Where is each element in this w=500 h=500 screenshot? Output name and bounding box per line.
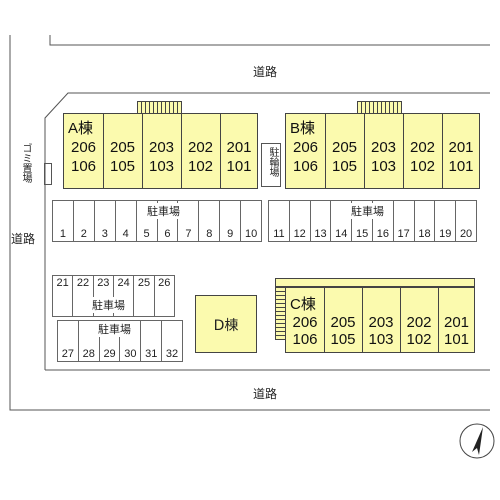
parking-space: 28 [79, 321, 100, 361]
parking-space: 27 [58, 321, 79, 361]
parking-space: 8 [199, 201, 221, 241]
unit-c-105: 105 [330, 331, 356, 348]
unit-c-205: 205 [330, 314, 356, 331]
parking-space: 20 [459, 228, 473, 240]
unit-b-101: 101 [448, 158, 474, 175]
unit-a-201: 201 [226, 139, 252, 156]
parking-space: 5 [137, 201, 158, 241]
parking-space: 19 [435, 201, 457, 241]
parking-space: 12 [290, 201, 311, 241]
parking-space: 26 [158, 277, 171, 289]
parking-space: 18 [415, 201, 436, 241]
garbage-area-label: ゴミ置場 [20, 143, 31, 183]
unit-a-101: 101 [226, 158, 252, 175]
unit-a-206: 206 [70, 139, 97, 156]
garbage-area-box [44, 163, 52, 185]
bicycle-parking-label: 駐輪場 [267, 147, 278, 177]
parking-row-2: 11 12 13 14 15 16 17 18 19 20 [268, 200, 477, 242]
parking-label-2: 駐車場 [350, 203, 385, 219]
unit-a-102: 102 [187, 158, 214, 175]
unit-a-205: 205 [109, 139, 136, 156]
parking-space: 6 [158, 201, 179, 241]
parking-space: 10 [244, 228, 258, 240]
unit-b-205: 205 [331, 139, 358, 156]
parking-label-3: 駐車場 [91, 297, 126, 313]
unit-a-202: 202 [187, 139, 214, 156]
parking-row-1: 1 2 3 4 5 6 7 8 9 10 [52, 200, 262, 242]
parking-space: 23 [94, 276, 114, 316]
parking-space: 16 [373, 201, 394, 241]
unit-c-202: 202 [406, 314, 432, 331]
bicycle-parking: 駐輪場 [261, 143, 281, 187]
building-a: A棟 206 106 205 105 203 103 202 102 201 1… [63, 113, 258, 189]
unit-c-102: 102 [406, 331, 432, 348]
unit-c-201: 201 [443, 314, 470, 331]
parking-space: 24 [114, 276, 135, 316]
parking-space: 3 [95, 201, 116, 241]
building-d-name: D棟 [213, 318, 239, 334]
north-arrow-icon [459, 423, 495, 459]
unit-b-201: 201 [448, 139, 474, 156]
unit-a-105: 105 [109, 158, 136, 175]
parking-space: 11 [269, 201, 290, 241]
road-label-bottom: 道路 [253, 387, 278, 401]
unit-c-103: 103 [368, 331, 394, 348]
unit-c-203: 203 [368, 314, 394, 331]
parking-space: 15 [352, 201, 373, 241]
unit-b-106: 106 [292, 158, 319, 175]
building-c-name: C棟 [290, 296, 316, 313]
parking-space: 9 [220, 201, 242, 241]
building-d: D棟 [195, 295, 257, 353]
unit-a-106: 106 [70, 158, 97, 175]
parking-space: 4 [116, 201, 137, 241]
unit-b-103: 103 [370, 158, 397, 175]
unit-b-206: 206 [292, 139, 319, 156]
parking-row-3: 21 22 23 24 25 26 [52, 275, 175, 317]
building-a-name: A棟 [68, 120, 94, 137]
parking-space: 21 [53, 276, 74, 316]
road-label-top: 道路 [253, 65, 278, 79]
parking-label-1: 駐車場 [146, 203, 181, 219]
parking-space: 22 [73, 276, 94, 316]
parking-space: 32 [165, 348, 179, 360]
parking-row-4: 27 28 29 30 31 32 [57, 320, 183, 362]
parking-space: 13 [311, 201, 332, 241]
unit-b-102: 102 [409, 158, 436, 175]
unit-c-206: 206 [292, 314, 318, 331]
building-c-roof [275, 278, 475, 287]
unit-a-203: 203 [148, 139, 175, 156]
road-label-left: 道路 [11, 232, 36, 246]
parking-space: 14 [331, 201, 353, 241]
building-b: B棟 206 106 205 105 203 103 202 102 201 1… [285, 113, 480, 189]
unit-c-101: 101 [443, 331, 470, 348]
parking-space: 17 [394, 201, 415, 241]
parking-label-4: 駐車場 [97, 321, 132, 337]
parking-space: 1 [53, 201, 74, 241]
building-b-name: B棟 [290, 120, 316, 137]
building-c: C棟 206 106 205 105 203 103 202 102 201 1… [285, 287, 475, 353]
unit-b-202: 202 [409, 139, 436, 156]
unit-b-203: 203 [370, 139, 397, 156]
parking-space: 2 [74, 201, 95, 241]
unit-c-106: 106 [292, 331, 318, 348]
parking-space: 25 [134, 276, 155, 316]
parking-space: 29 [100, 321, 121, 361]
unit-b-105: 105 [331, 158, 358, 175]
parking-space: 30 [120, 321, 142, 361]
unit-a-103: 103 [148, 158, 175, 175]
parking-space: 31 [141, 321, 163, 361]
parking-space: 7 [178, 201, 200, 241]
